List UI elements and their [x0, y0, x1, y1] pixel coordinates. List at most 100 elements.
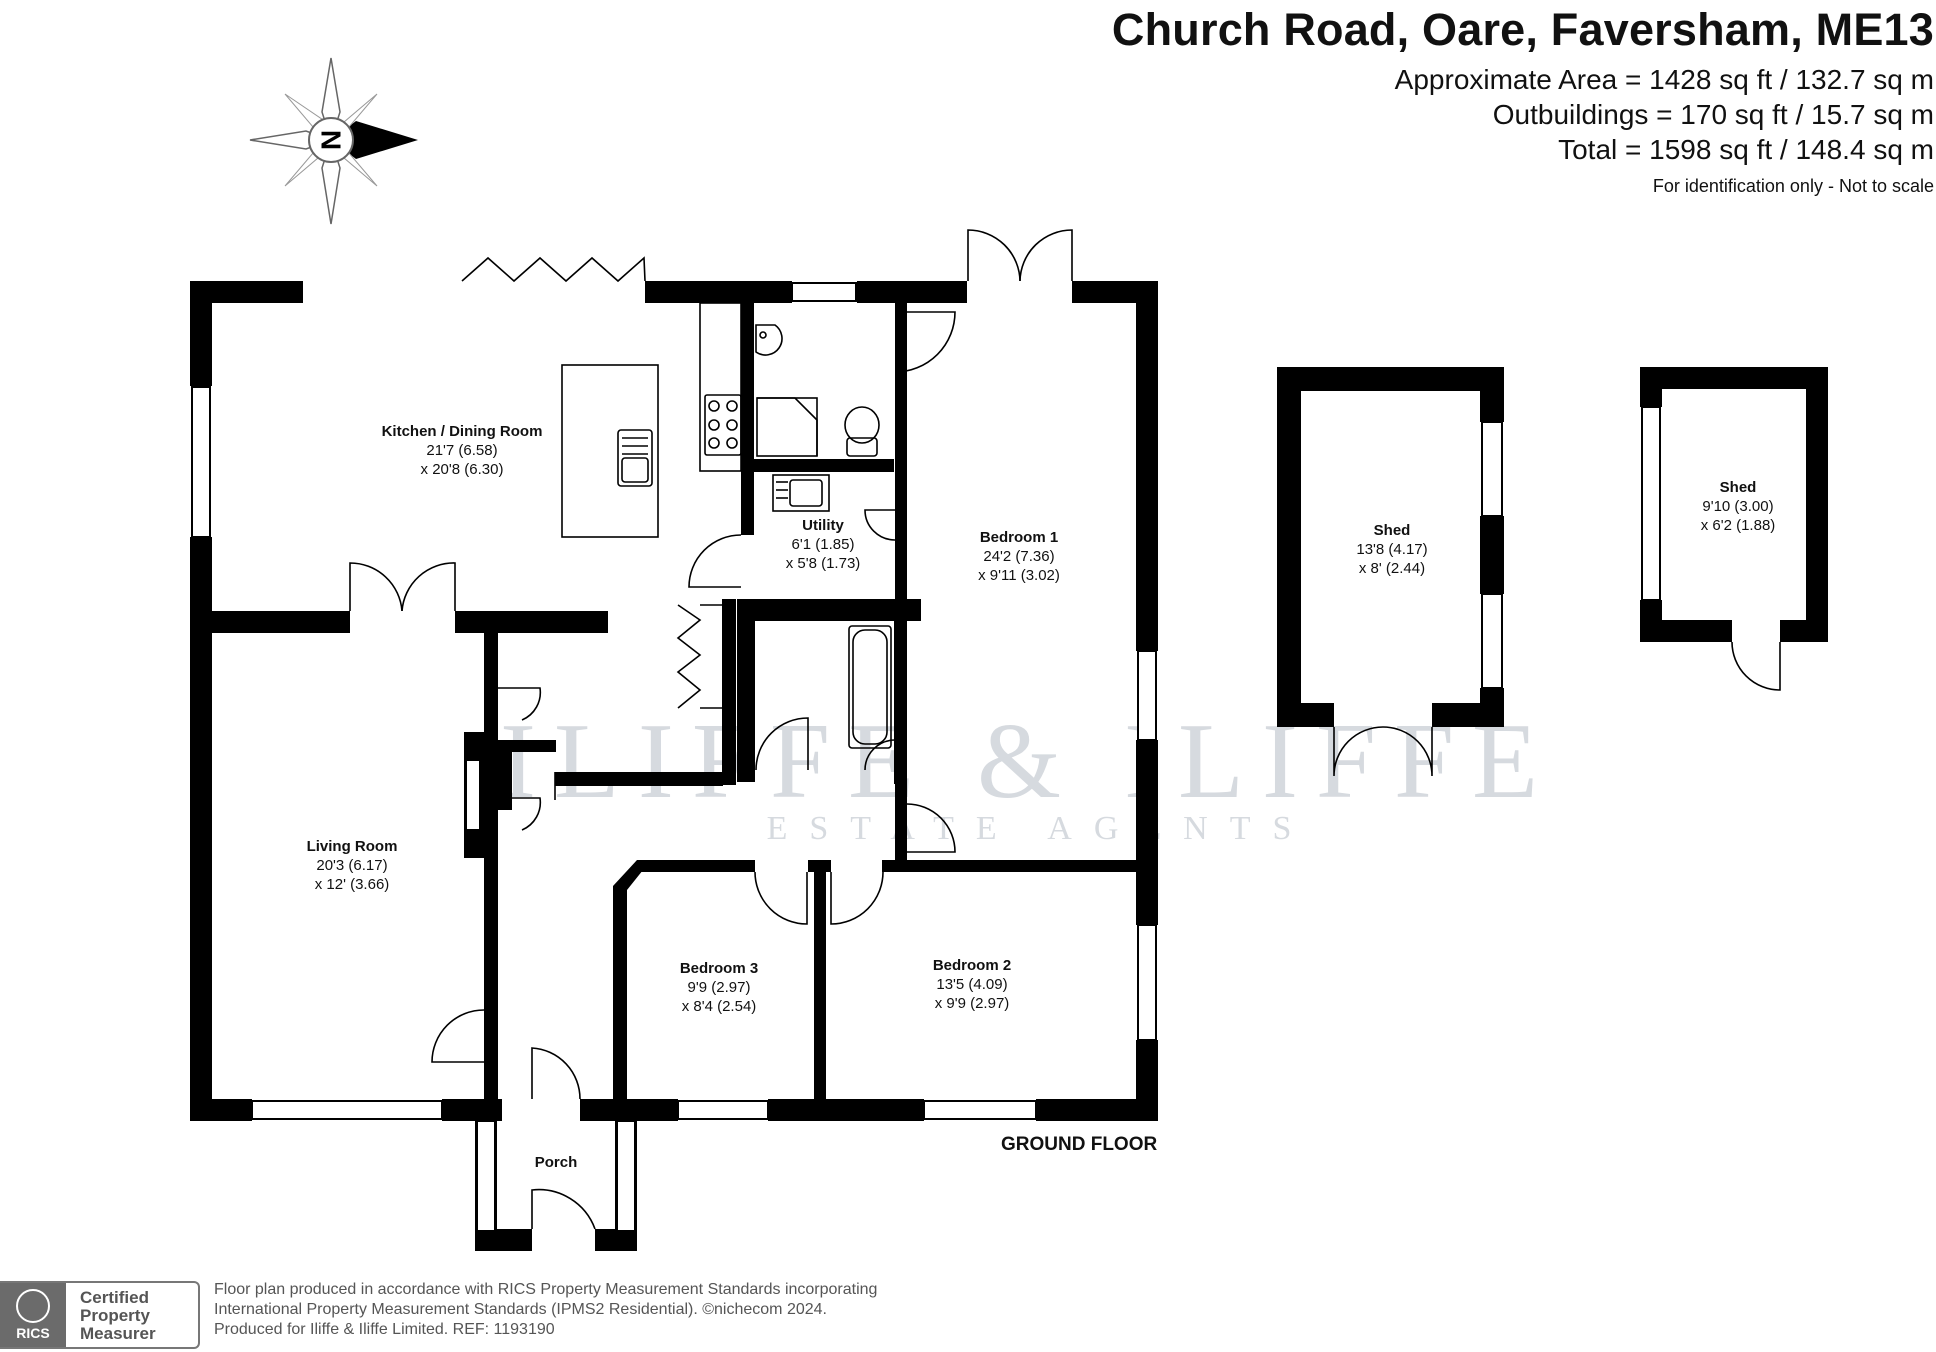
room-label-shed-2: Shed 9'10 (3.00) x 6'2 (1.88): [1700, 479, 1776, 534]
wall: [190, 281, 303, 303]
door: [431, 1009, 485, 1063]
window: [476, 1120, 496, 1232]
utility-sink: [772, 474, 830, 512]
wall: [613, 860, 651, 1099]
wall: [741, 521, 754, 535]
room-label-kitchen: Kitchen / Dining Room 21'7 (6.58) x 20'8…: [381, 423, 543, 478]
wall: [595, 1229, 637, 1251]
french-door: [1333, 726, 1384, 777]
french-door: [1382, 726, 1433, 777]
window: [616, 1120, 636, 1232]
agent-watermark: ILIFFE & ILIFFE: [500, 702, 1557, 821]
door: [531, 1047, 581, 1100]
room-label-porch: Porch: [534, 1154, 578, 1171]
room-label-bedroom-2: Bedroom 2 13'5 (4.09) x 9'9 (2.97): [932, 957, 1012, 1012]
wall: [1277, 367, 1504, 391]
window: [1481, 593, 1503, 689]
worktop: [699, 302, 742, 472]
bath: [848, 625, 892, 749]
wall: [1640, 367, 1828, 389]
wall: [190, 1099, 252, 1121]
door: [754, 871, 808, 925]
wall: [882, 860, 1158, 872]
door: [498, 797, 542, 831]
french-door: [349, 562, 403, 612]
window: [1481, 421, 1503, 517]
wall: [1432, 703, 1504, 727]
wall: [857, 281, 967, 303]
window: [251, 1100, 443, 1120]
compass-letter: N: [316, 130, 347, 150]
wall: [580, 1099, 637, 1121]
door: [894, 311, 956, 373]
footer-notes: Floor plan produced in accordance with R…: [214, 1280, 877, 1340]
wall: [768, 1099, 924, 1121]
wall: [722, 599, 736, 785]
window: [191, 386, 211, 538]
door: [688, 534, 742, 588]
wall: [190, 281, 212, 386]
window: [1641, 406, 1661, 601]
footer-line-1: Floor plan produced in accordance with R…: [214, 1281, 878, 1298]
wall: [894, 599, 906, 784]
wall: [637, 860, 755, 872]
total-area: Total = 1598 sq ft / 148.4 sq m: [1558, 134, 1934, 165]
wall: [741, 303, 754, 534]
window: [677, 1100, 769, 1120]
window: [1137, 650, 1157, 741]
wall: [1640, 367, 1662, 407]
wall: [740, 599, 921, 621]
cupboard-door: [676, 604, 702, 709]
wall: [475, 1229, 532, 1251]
wall: [1806, 367, 1828, 642]
wall: [1640, 620, 1732, 642]
wall: [1136, 281, 1158, 651]
footer-line-2: International Property Measurement Stand…: [214, 1301, 827, 1318]
wall: [1480, 516, 1504, 594]
rics-badge: RICS Certified Property Measurer: [0, 1281, 200, 1349]
door: [531, 1188, 596, 1230]
wash-basin: [755, 324, 783, 356]
wall: [555, 772, 723, 786]
wall: [455, 611, 608, 633]
wall: [737, 599, 755, 782]
room-label-bedroom-3: Bedroom 3 9'9 (2.97) x 8'4 (2.54): [679, 960, 759, 1015]
room-label-living-room: Living Room 20'3 (6.17) x 12' (3.66): [306, 838, 398, 893]
door: [864, 509, 896, 541]
wall: [1277, 703, 1334, 727]
shower-tray: [756, 397, 818, 457]
door: [864, 739, 896, 771]
bifold-door: [461, 256, 646, 283]
floor-label: GROUND FLOOR: [1001, 1134, 1158, 1155]
wall: [498, 740, 556, 752]
hob: [704, 394, 742, 456]
window: [1137, 924, 1157, 1041]
door: [498, 687, 542, 721]
compass: [249, 57, 418, 225]
approximate-area: Approximate Area = 1428 sq ft / 132.7 sq…: [1394, 64, 1934, 95]
toilet: [844, 406, 880, 444]
wall: [484, 633, 498, 1109]
window: [465, 759, 481, 831]
rics-logo: RICS: [0, 1283, 66, 1347]
french-door: [967, 229, 1021, 282]
wall: [814, 860, 826, 1099]
wall: [645, 281, 792, 303]
wall: [190, 537, 212, 1121]
footer-line-3: Produced for Iliffe & Iliffe Limited. RE…: [214, 1321, 555, 1338]
door: [830, 871, 884, 925]
wall: [498, 740, 512, 810]
kitchen-island: [561, 364, 659, 538]
door: [755, 717, 809, 771]
room-label-bedroom-1: Bedroom 1 24'2 (7.36) x 9'11 (3.02): [978, 529, 1060, 584]
wall: [1480, 367, 1504, 422]
scale-note: For identification only - Not to scale: [1652, 176, 1934, 196]
agent-watermark-subtitle: ESTATE AGENTS: [766, 810, 1314, 847]
wall: [1277, 367, 1301, 727]
outbuildings-area: Outbuildings = 170 sq ft / 15.7 sq m: [1492, 99, 1934, 130]
property-address: Church Road, Oare, Faversham, ME13: [1111, 4, 1934, 55]
wall: [1780, 620, 1828, 642]
room-label-utility: Utility 6'1 (1.85) x 5'8 (1.73): [785, 517, 861, 572]
room-label-shed-1: Shed 13'8 (4.17) x 8' (2.44): [1356, 522, 1428, 577]
